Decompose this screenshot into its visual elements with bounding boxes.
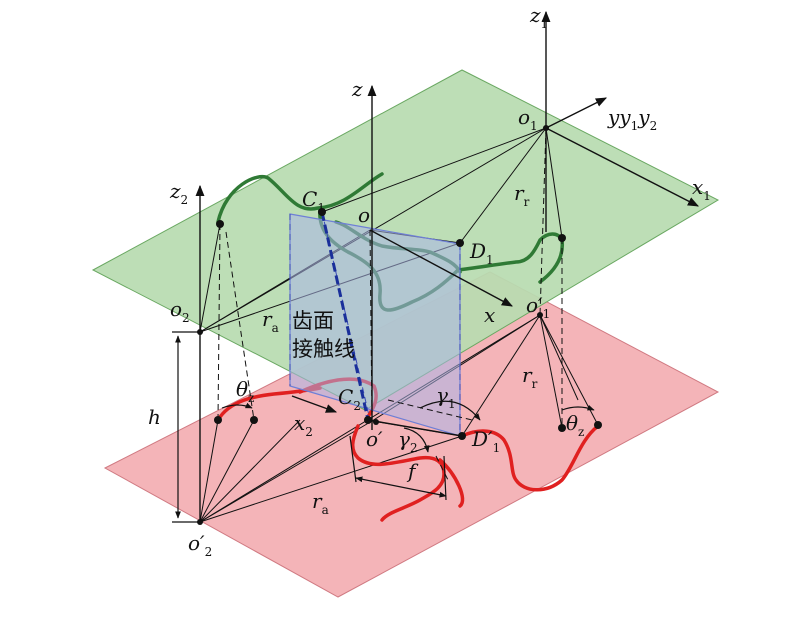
point-lower-left-b: [250, 416, 258, 424]
label-gamma1: γ1: [436, 383, 456, 411]
theta-right-arc: [561, 405, 595, 411]
point-D1: [456, 239, 464, 247]
label-yy1y2: yy1y2: [607, 105, 657, 133]
x1-axis: [545, 127, 699, 207]
point-o1p: [537, 312, 543, 318]
label-x: x: [484, 303, 495, 327]
h-dimension: [172, 331, 200, 523]
theta-left-arc: [221, 402, 253, 409]
label-z2: z2: [169, 179, 188, 207]
label-contact-line-2: 接触线: [292, 337, 355, 361]
point-upper-right: [558, 234, 566, 242]
label-z1: z1: [529, 3, 548, 31]
points: [197, 125, 602, 525]
x2-axis: [291, 395, 338, 413]
point-C1: [318, 208, 326, 216]
label-x1: x1: [692, 175, 711, 203]
C2-to-D1p: [367, 419, 463, 437]
point-lower-right-a: [558, 424, 566, 432]
x-axis: [369, 229, 513, 307]
point-C2: [364, 416, 372, 424]
label-o2: o2: [170, 297, 190, 325]
label-ra-lower: ra: [312, 489, 329, 517]
label-o: o: [358, 203, 370, 227]
axes: [195, 10, 699, 522]
point-lower-left-a: [214, 416, 222, 424]
label-ra-upper: ra: [262, 307, 279, 335]
point-o2p: [197, 519, 203, 525]
label-x2: x2: [294, 411, 313, 439]
label-rr-lower: rr: [522, 363, 538, 391]
label-o2p: o′2: [188, 531, 212, 559]
label-rr-upper: rr: [514, 181, 530, 209]
point-upper-left: [216, 220, 224, 228]
label-o1: o1: [518, 105, 538, 133]
point-o1: [543, 125, 549, 131]
point-D1p: [458, 432, 466, 440]
label-theta-left: θz: [236, 377, 254, 405]
f-dimension: [349, 435, 447, 501]
label-D1: D1: [469, 239, 494, 267]
y-axis: [545, 97, 608, 129]
gamma1-arc: [419, 400, 481, 421]
label-D1p: D′1: [471, 427, 500, 455]
label-C1: C1: [302, 187, 325, 215]
label-contact-line-1: 齿面: [292, 309, 334, 333]
point-o2: [197, 329, 203, 335]
label-C2: C2: [338, 385, 361, 413]
label-op: o′: [366, 427, 383, 451]
label-gamma2: γ2: [398, 427, 418, 455]
label-h: h: [148, 405, 161, 429]
gamma2-arc: [403, 427, 430, 453]
label-theta-right: θz: [566, 411, 584, 439]
angle-arcs: [221, 400, 595, 453]
point-op: [373, 419, 379, 425]
point-lower-right-b: [594, 421, 602, 429]
tooth-contact-line: [320, 211, 370, 421]
label-z: z: [351, 77, 363, 101]
label-o1p: o′1: [526, 293, 550, 321]
